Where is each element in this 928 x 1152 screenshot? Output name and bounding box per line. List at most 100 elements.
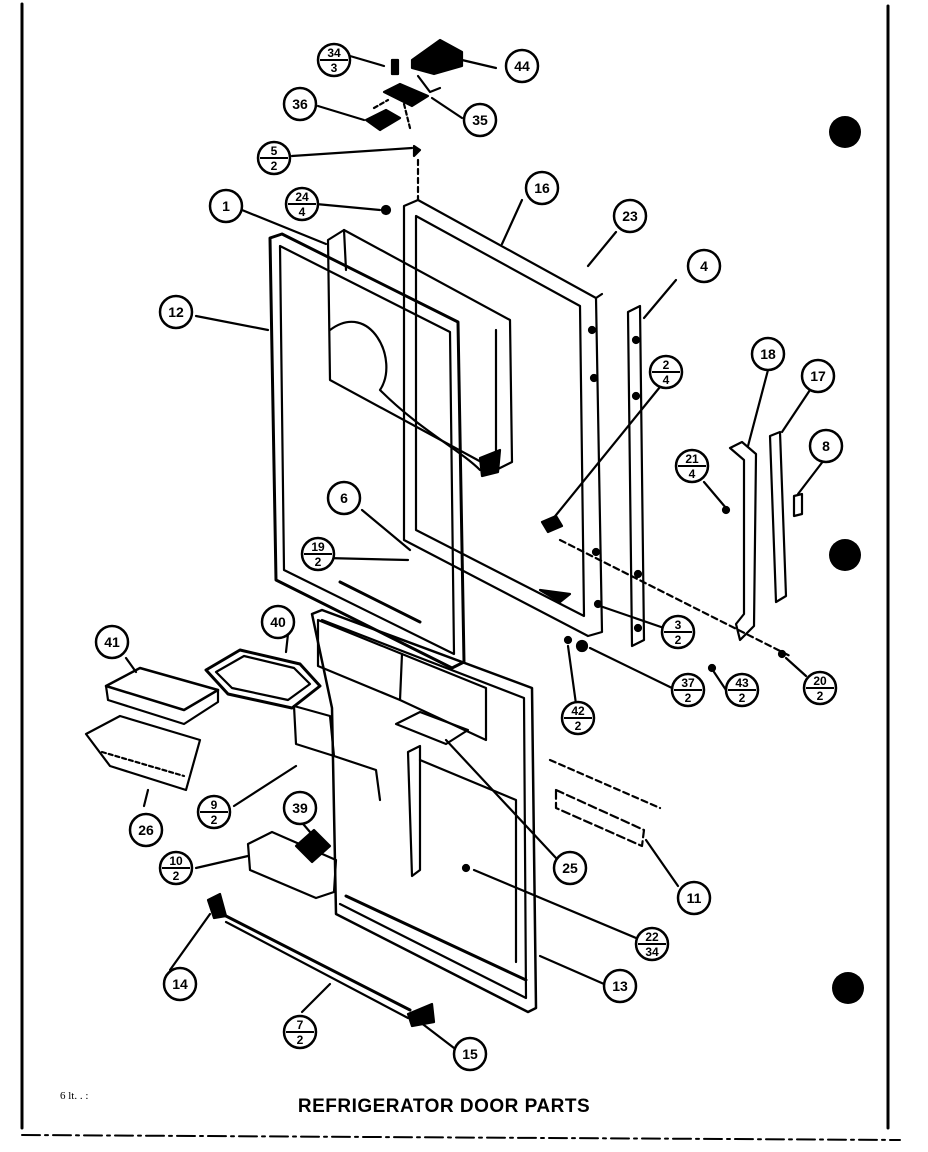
callout-number: 19 [311,540,325,554]
binder-hole-middle [829,539,861,571]
hinge-cover-part [410,38,464,76]
bottom-hinge-pin-part [538,588,572,604]
leader-34 [348,54,386,68]
callout-26: 26 [128,812,164,848]
callout-1: 1 [208,188,244,224]
door-panel-corner [594,292,604,300]
callout-44: 44 [504,48,540,84]
shelf-rail-part [554,788,646,848]
gasket-bottom-strip [338,580,422,624]
liner-upper-bay [316,618,404,702]
callout-13: 13 [602,968,638,1004]
callout-circle [260,604,296,640]
callout-quantity: 4 [663,373,670,387]
callout-number: 18 [760,346,776,362]
end-cap-left-part [206,892,228,920]
callout-10: 102 [158,850,194,886]
door-panel-inner [414,214,586,618]
liner-rib-left [406,744,422,878]
callout-quantity: 2 [739,691,746,705]
insulation-block-part [326,228,514,472]
callout-number: 13 [612,978,628,994]
callout-circle [462,102,498,138]
callout-circle [676,880,712,916]
callout-number: 5 [271,144,278,158]
callout-3: 32 [660,614,696,650]
bracket-lip [332,754,382,802]
gasket-inner [278,244,456,656]
callout-quantity: 2 [675,633,682,647]
bottom-bar-edge [224,920,410,1020]
callout-circle [552,850,588,886]
callout-number: 1 [222,198,230,214]
callout-number: 41 [104,634,120,650]
callout-43: 432 [724,672,760,708]
callout-number: 2 [663,358,670,372]
callout-number: 35 [472,112,488,128]
callout-6: 6 [326,480,362,516]
ice-tray-cover-side [104,684,220,726]
callout-number: 3 [675,618,682,632]
binder-hole-bottom [832,972,864,1004]
callout-quantity: 2 [173,869,180,883]
callout-circle [750,336,786,372]
callout-quantity: 4 [689,467,696,481]
callout-circle [208,188,244,224]
hinge-part [382,82,430,108]
callout-14: 14 [162,966,198,1002]
callout-circle [282,86,318,122]
handle-mount-part [728,440,758,642]
callout-25: 25 [552,850,588,886]
callout-number: 34 [327,46,341,60]
insulation-cutaway [328,321,482,472]
liner-rib-right [418,758,518,964]
callout-18: 18 [750,336,786,372]
callout-number: 42 [571,704,585,718]
callout-8: 8 [808,428,844,464]
callout-circle [686,248,722,284]
callout-quantity: 3 [331,61,338,75]
callout-quantity: 2 [211,813,218,827]
bracket-part [292,704,336,758]
callout-circle [524,170,560,206]
callout-number: 14 [172,976,188,992]
callout-quantity: 2 [297,1033,304,1047]
callout-number: 20 [813,674,827,688]
end-cap-right-part [406,1002,436,1028]
callout-35: 35 [462,102,498,138]
callout-39: 39 [282,790,318,826]
callout-number: 15 [462,1046,478,1062]
hinge-bar-part [626,304,646,648]
callout-circle [808,428,844,464]
callout-7: 72 [282,1014,318,1050]
callout-9: 92 [196,794,232,830]
callout-number: 21 [685,452,699,466]
hinge-dashes [372,98,412,130]
door-panel-part [402,198,604,638]
callout-circle [504,48,540,84]
callout-circle [800,358,836,394]
screw-part [707,663,717,673]
callout-number: 9 [211,798,218,812]
stop-part [540,514,564,534]
callout-quantity: 2 [271,159,278,173]
callout-2: 24 [648,354,684,390]
callout-number: 26 [138,822,154,838]
callout-number: 6 [340,490,348,506]
callout-number: 24 [295,190,309,204]
callout-quantity: 2 [817,689,824,703]
callout-37: 372 [670,672,706,708]
door-liner-part [310,608,538,1014]
callout-16: 16 [524,170,560,206]
actuator-part [294,828,332,864]
page-edge-bottom [21,1134,901,1141]
callout-quantity: 2 [575,719,582,733]
callout-41: 41 [94,624,130,660]
callout-17: 17 [800,358,836,394]
callout-number: 8 [822,438,830,454]
callout-number: 37 [681,676,695,690]
callout-15: 15 [452,1036,488,1072]
callout-number: 36 [292,96,308,112]
